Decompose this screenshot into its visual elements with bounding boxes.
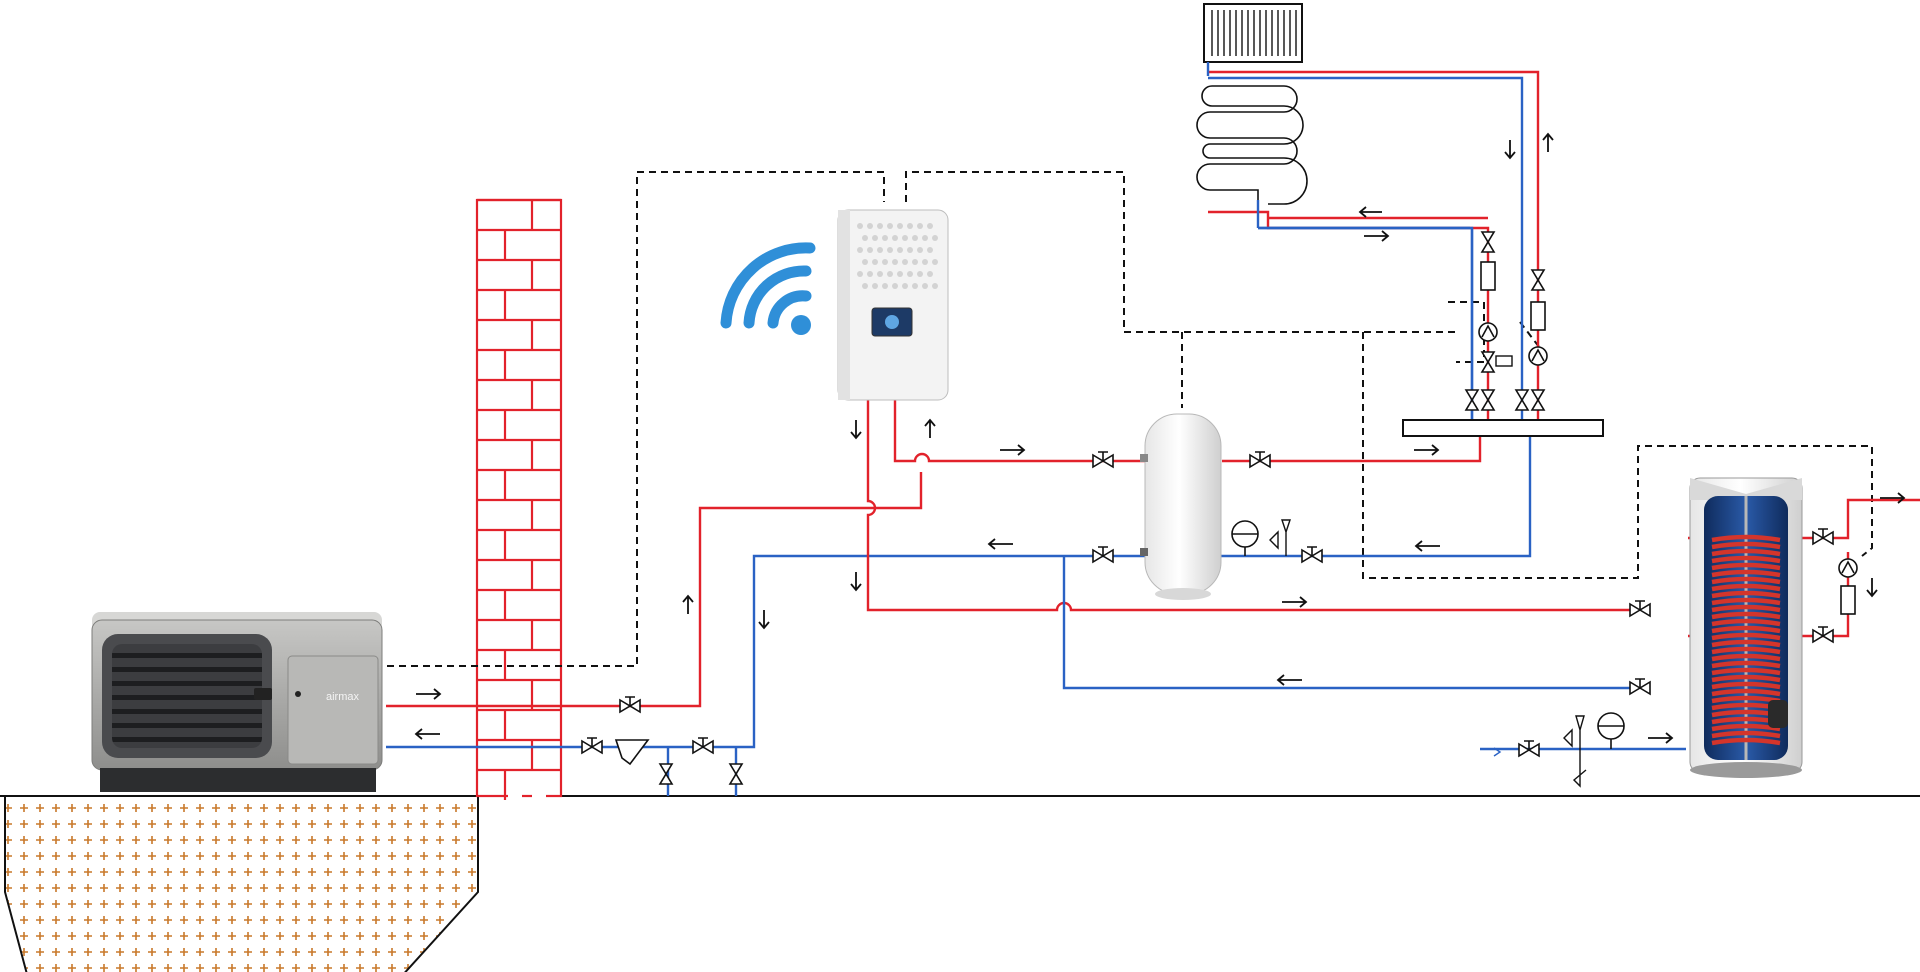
valve-icon bbox=[581, 737, 603, 754]
radiator-icon bbox=[1203, 3, 1303, 76]
valve-icon bbox=[1092, 546, 1114, 563]
valve-icon bbox=[1249, 451, 1271, 468]
valve-icon bbox=[1092, 451, 1114, 468]
indoor-unit bbox=[837, 209, 949, 401]
valve-icon bbox=[1515, 389, 1529, 411]
expansion-vessel-icon bbox=[1231, 520, 1259, 556]
valve-icon bbox=[1518, 740, 1540, 757]
valve-icon bbox=[1481, 389, 1495, 411]
valve-icon bbox=[1812, 626, 1834, 643]
control-wiring bbox=[387, 171, 1873, 667]
expansion-vessel-icon bbox=[1597, 712, 1625, 749]
valve-icon bbox=[1629, 678, 1651, 695]
valve-icon bbox=[1465, 389, 1479, 411]
pump-icon bbox=[1838, 558, 1858, 578]
heat-pump-outdoor-unit: airmax bbox=[91, 612, 383, 792]
pump-icon bbox=[1478, 322, 1498, 342]
heat-pump-brand-label: airmax bbox=[326, 691, 360, 703]
safety-valve-icon bbox=[1269, 519, 1587, 788]
filter-icon bbox=[614, 739, 650, 766]
pump-icon bbox=[1528, 346, 1548, 366]
wifi-icon bbox=[720, 242, 816, 335]
valve-icon bbox=[659, 763, 673, 785]
valve-icon bbox=[729, 763, 743, 785]
valve-icon bbox=[1531, 389, 1545, 411]
fittings bbox=[581, 231, 1858, 788]
valve-icon bbox=[1531, 269, 1545, 291]
dhw-tank bbox=[1689, 477, 1803, 778]
valve-icon bbox=[1481, 231, 1495, 253]
valve-icon bbox=[1301, 546, 1323, 563]
distribution-manifold bbox=[1402, 419, 1604, 437]
floor-heating-loop-icon bbox=[1196, 85, 1470, 230]
valve-icon bbox=[1812, 528, 1834, 545]
flow-arrow-icon bbox=[414, 132, 1906, 744]
buffer-tank bbox=[1140, 413, 1222, 600]
brick-wall-icon bbox=[475, 198, 563, 802]
valve-icon bbox=[619, 696, 641, 713]
valve-icon bbox=[692, 737, 714, 754]
valve-icon bbox=[1629, 600, 1651, 617]
foundation bbox=[4, 795, 479, 972]
